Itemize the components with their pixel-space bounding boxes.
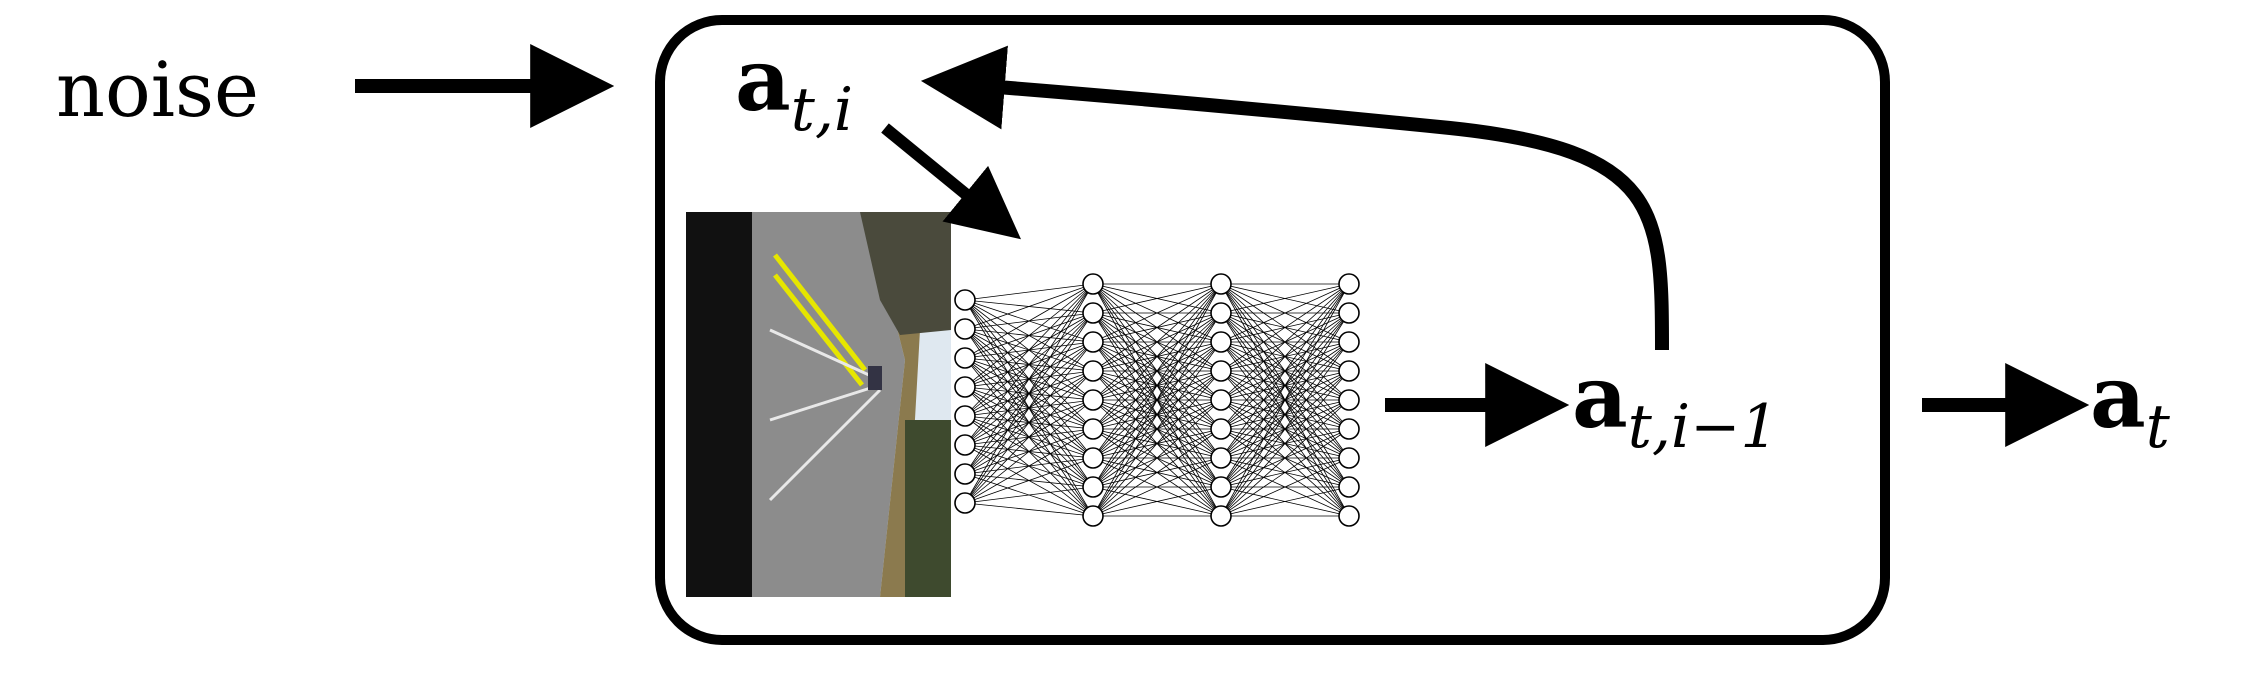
final-label: at xyxy=(2090,355,2170,458)
output-step-label-subscript: t,i−1 xyxy=(1627,392,1779,462)
output-step-label-symbol: a xyxy=(1572,347,1628,448)
network-neuron xyxy=(1338,389,1360,411)
network-connection xyxy=(1092,428,1222,517)
network-connection xyxy=(1092,283,1222,401)
network-neuron xyxy=(1338,476,1360,498)
network-neuron xyxy=(1338,418,1360,440)
network-neuron xyxy=(1082,273,1104,295)
network-connection xyxy=(964,428,1094,504)
network-connection xyxy=(964,457,1094,504)
road-camera-image xyxy=(686,212,951,597)
network-neuron xyxy=(1338,505,1360,527)
network-connection xyxy=(1220,457,1350,517)
network-neuron xyxy=(954,492,976,514)
network-connection xyxy=(1092,283,1222,343)
network-neuron xyxy=(954,463,976,485)
network-connection xyxy=(964,283,1094,417)
network-neuron xyxy=(1338,302,1360,324)
network-neuron xyxy=(1082,302,1104,324)
network-neuron xyxy=(1210,505,1232,527)
network-connection xyxy=(964,283,1094,388)
network-connection xyxy=(964,486,1094,504)
network-connection xyxy=(1220,312,1350,517)
network-connection xyxy=(1220,370,1350,517)
network-connection xyxy=(964,283,1094,359)
network-neuron xyxy=(954,405,976,427)
network-neuron xyxy=(1210,476,1232,498)
feedback-loop-arrow xyxy=(920,45,1669,351)
network-connection xyxy=(1220,399,1350,517)
network-connection xyxy=(1220,283,1350,459)
network-connection xyxy=(964,283,1094,446)
network-neuron xyxy=(1082,360,1104,382)
network-connection xyxy=(1220,283,1350,517)
network-neuron xyxy=(1082,331,1104,353)
network-connection xyxy=(1092,283,1222,517)
network-neuron xyxy=(1210,389,1232,411)
network-connection xyxy=(1220,428,1350,517)
state-to-network-arrow xyxy=(881,123,1022,240)
network-neuron xyxy=(1338,331,1360,353)
network-connection xyxy=(964,283,1094,330)
network-connection xyxy=(964,341,1094,504)
network-connection xyxy=(1220,283,1350,314)
network-connection xyxy=(1220,486,1350,517)
network-neuron xyxy=(1082,418,1104,440)
network-connection xyxy=(1092,399,1222,517)
network-connection xyxy=(1092,283,1222,430)
network-neuron xyxy=(1210,302,1232,324)
network-neuron xyxy=(1082,389,1104,411)
network-connection xyxy=(964,399,1094,504)
network-neuron xyxy=(1338,273,1360,295)
network-connection xyxy=(964,370,1094,504)
network-neuron xyxy=(954,434,976,456)
network-connection xyxy=(1220,283,1350,343)
neural-network-icon xyxy=(954,273,1360,527)
network-neuron xyxy=(1210,331,1232,353)
network-connection xyxy=(964,312,1094,504)
network-connection xyxy=(1092,486,1222,517)
output-step-label: at,i−1 xyxy=(1572,355,1779,458)
noise-label: noise xyxy=(56,45,259,134)
network-neuron xyxy=(1082,447,1104,469)
final-label-subscript: t xyxy=(2145,392,2170,462)
state-label-symbol: a xyxy=(735,30,791,131)
network-neuron xyxy=(1338,447,1360,469)
network-neuron xyxy=(1210,273,1232,295)
network-connection xyxy=(1220,283,1350,372)
network-neuron xyxy=(1210,360,1232,382)
network-connection xyxy=(964,283,1094,301)
network-neuron xyxy=(1338,360,1360,382)
network-connection xyxy=(1092,457,1222,517)
final-label-symbol: a xyxy=(2090,347,2146,448)
network-neuron xyxy=(1210,418,1232,440)
denoising-loop-box xyxy=(655,15,1890,645)
network-neuron xyxy=(1210,447,1232,469)
network-neuron xyxy=(954,289,976,311)
network-connection xyxy=(964,283,1094,504)
network-connection xyxy=(1220,283,1350,401)
network-neuron xyxy=(1082,505,1104,527)
network-connection xyxy=(1092,341,1222,517)
network-connection xyxy=(1092,283,1222,488)
network-connection xyxy=(964,502,1094,517)
network-connection xyxy=(1092,283,1222,372)
network-connection xyxy=(1092,370,1222,517)
network-connection xyxy=(1092,283,1222,314)
network-connection xyxy=(1220,341,1350,517)
state-label: at,i xyxy=(735,38,853,141)
state-label-subscript: t,i xyxy=(790,75,854,145)
network-neuron xyxy=(954,376,976,398)
network-neuron xyxy=(954,318,976,340)
network-neuron xyxy=(954,347,976,369)
network-connection xyxy=(1220,283,1350,488)
network-neuron xyxy=(1082,476,1104,498)
network-connection xyxy=(1220,283,1350,430)
network-connection xyxy=(1092,312,1222,517)
network-connection xyxy=(1092,283,1222,459)
network-connection xyxy=(964,283,1094,475)
